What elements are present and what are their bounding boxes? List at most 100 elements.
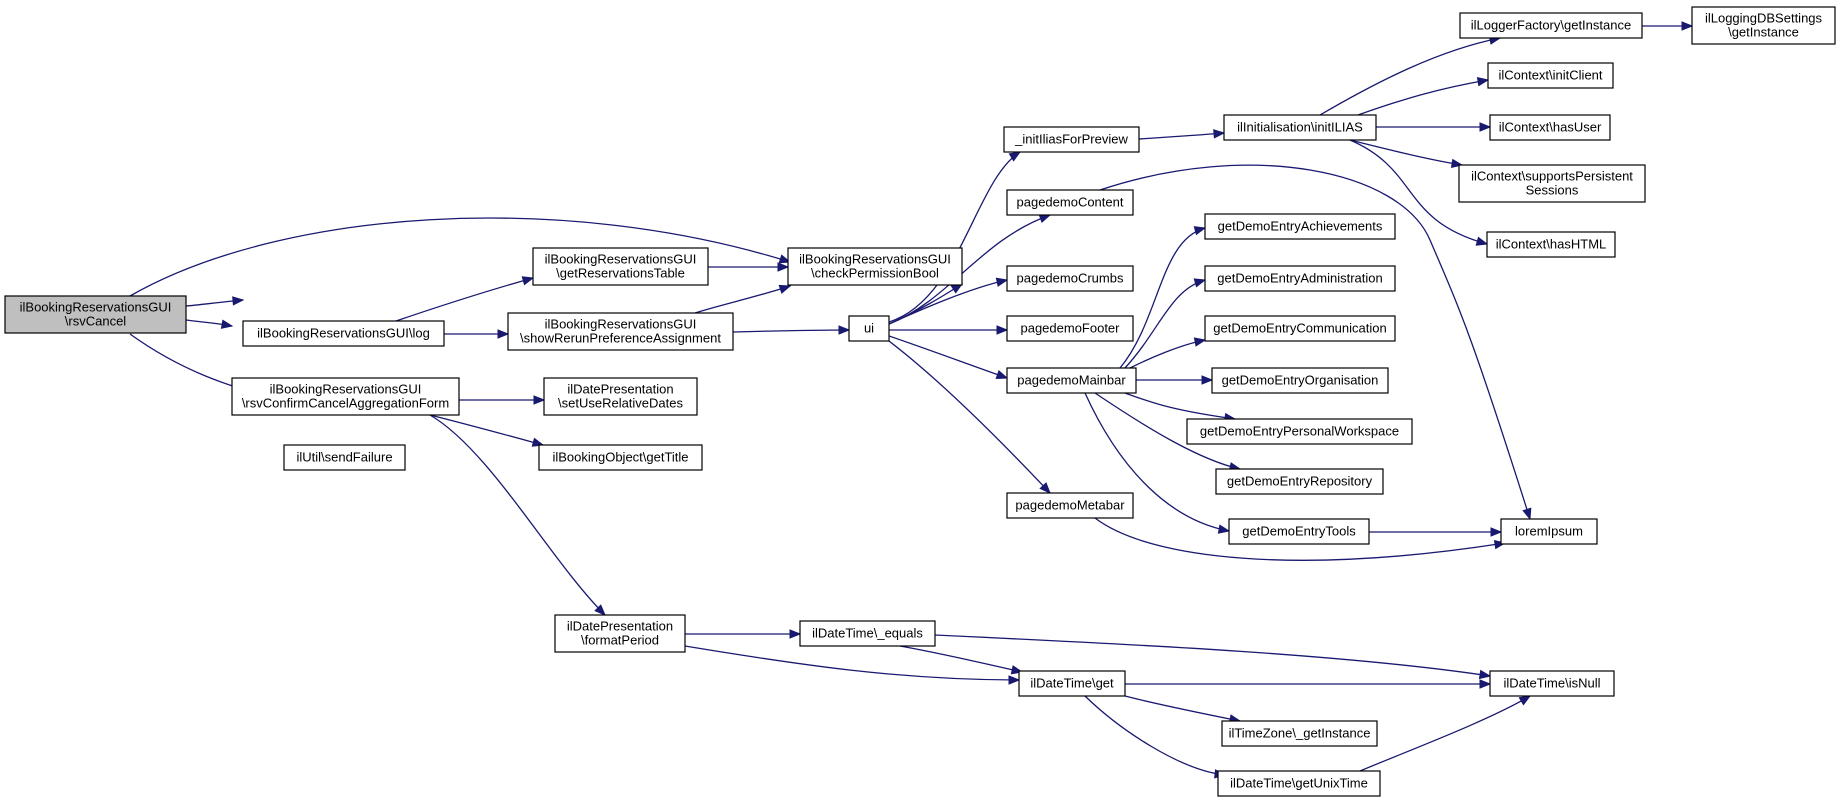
- node-formatPeriod[interactable]: ilDatePresentation\formatPeriod: [554, 614, 686, 653]
- node-tzInst[interactable]: ilTimeZone\_getInstance: [1221, 720, 1378, 747]
- node-box[interactable]: [1006, 367, 1137, 394]
- node-box[interactable]: [1217, 770, 1381, 797]
- node-pdContent[interactable]: pagedemoContent: [1006, 189, 1134, 216]
- node-pdFooter[interactable]: pagedemoFooter: [1006, 315, 1134, 342]
- node-lorem[interactable]: loremIpsum: [1500, 518, 1598, 545]
- node-dtIsNull[interactable]: ilDateTime\isNull: [1489, 670, 1615, 697]
- node-showRerun[interactable]: ilBookingReservationsGUI\showRerunPrefer…: [507, 312, 734, 351]
- node-eCom[interactable]: getDemoEntryCommunication: [1204, 315, 1396, 342]
- node-eAdm[interactable]: getDemoEntryAdministration: [1204, 265, 1396, 292]
- node-box[interactable]: [1458, 164, 1646, 203]
- node-confirmForm[interactable]: ilBookingReservationsGUI\rsvConfirmCance…: [231, 377, 460, 416]
- node-box[interactable]: [1018, 670, 1126, 697]
- node-sendFailure[interactable]: ilUtil\sendFailure: [283, 444, 406, 471]
- edge-line: [888, 335, 1008, 379]
- node-box[interactable]: [1204, 315, 1396, 342]
- node-box[interactable]: [543, 377, 698, 416]
- node-box[interactable]: [1489, 670, 1615, 697]
- node-box[interactable]: [283, 444, 406, 471]
- node-initIliasPreview[interactable]: _initIliasForPreview: [1003, 126, 1140, 153]
- node-hasHTML[interactable]: ilContext\hasHTML: [1486, 231, 1616, 258]
- edge-dtEquals-to-dtGet: [899, 645, 1024, 675]
- edge-arrowhead: [1201, 375, 1214, 385]
- node-box[interactable]: [538, 444, 703, 471]
- edge-log-to-getResTable: [395, 276, 535, 322]
- edge-arrowhead: [1008, 151, 1022, 162]
- node-box[interactable]: [231, 377, 460, 416]
- node-label-line: ilDateTime\get: [1030, 676, 1114, 691]
- edge-dtGet-to-dtIsNull: [1124, 679, 1492, 689]
- edge-arrowhead: [1681, 21, 1694, 31]
- node-box[interactable]: [1459, 12, 1643, 39]
- node-box[interactable]: [1228, 518, 1370, 545]
- node-box[interactable]: [1006, 492, 1134, 519]
- node-box[interactable]: [242, 320, 445, 347]
- node-label-line: ilDatePresentation: [567, 619, 673, 634]
- node-box[interactable]: [1489, 114, 1611, 141]
- node-getResTable[interactable]: ilBookingReservationsGUI\getReservations…: [532, 247, 709, 286]
- node-label-line: getDemoEntryPersonalWorkspace: [1200, 424, 1399, 439]
- edge-line: [1094, 517, 1506, 561]
- node-pdMetabar[interactable]: pagedemoMetabar: [1006, 492, 1134, 519]
- node-label-line: getDemoEntryTools: [1242, 524, 1356, 539]
- edge-arrowhead: [533, 395, 546, 405]
- node-ui[interactable]: ui: [848, 315, 890, 342]
- node-box[interactable]: [1186, 418, 1413, 445]
- edge-line: [1119, 227, 1206, 369]
- node-box[interactable]: [1486, 231, 1616, 258]
- node-eOrg[interactable]: getDemoEntryOrganisation: [1211, 367, 1389, 394]
- edge-arrowhead: [594, 604, 606, 616]
- node-box[interactable]: [1003, 126, 1140, 153]
- node-box[interactable]: [1204, 213, 1396, 240]
- node-hasUser[interactable]: ilContext\hasUser: [1489, 114, 1611, 141]
- node-box[interactable]: [799, 620, 936, 647]
- edge-arrowhead: [778, 254, 792, 264]
- node-box[interactable]: [1221, 720, 1378, 747]
- node-label-line: ui: [864, 321, 874, 336]
- node-loggerFactory[interactable]: ilLoggerFactory\getInstance: [1459, 12, 1643, 39]
- node-label-line: ilLoggingDBSettings: [1705, 11, 1823, 26]
- node-eAch[interactable]: getDemoEntryAchievements: [1204, 213, 1396, 240]
- node-pdCrumbs[interactable]: pagedemoCrumbs: [1006, 265, 1134, 292]
- node-box[interactable]: [848, 315, 890, 342]
- node-initILIAS[interactable]: ilInitialisation\initILIAS: [1223, 114, 1377, 141]
- node-setUseRel[interactable]: ilDatePresentation\setUseRelativeDates: [543, 377, 698, 416]
- node-box[interactable]: [1006, 315, 1134, 342]
- edge-line: [1129, 339, 1206, 369]
- node-dtUnix[interactable]: ilDateTime\getUnixTime: [1217, 770, 1381, 797]
- node-initClient[interactable]: ilContext\initClient: [1487, 62, 1614, 89]
- edge-initILIAS-to-loggerFactory: [1319, 35, 1502, 116]
- node-box[interactable]: [1006, 189, 1134, 216]
- node-box[interactable]: [1204, 265, 1396, 292]
- node-box[interactable]: [1223, 114, 1377, 141]
- node-pdMainbar[interactable]: pagedemoMainbar: [1006, 367, 1137, 394]
- node-log[interactable]: ilBookingReservationsGUI\log: [242, 320, 445, 347]
- node-box[interactable]: [787, 247, 963, 286]
- node-box[interactable]: [507, 312, 734, 351]
- edge-ui-to-pdContent: [888, 214, 1052, 325]
- edge-arrowhead: [996, 325, 1009, 335]
- node-box[interactable]: [1211, 367, 1389, 394]
- edge-initILIAS-to-hasUser: [1376, 122, 1492, 132]
- edge-line: [899, 645, 1023, 673]
- node-box[interactable]: [4, 295, 187, 334]
- node-box[interactable]: [532, 247, 709, 286]
- node-ePers[interactable]: getDemoEntryPersonalWorkspace: [1186, 418, 1413, 445]
- node-dtGet[interactable]: ilDateTime\get: [1018, 670, 1126, 697]
- edges-layer: [129, 21, 1694, 779]
- node-dtEquals[interactable]: ilDateTime\_equals: [799, 620, 936, 647]
- edge-line: [1138, 132, 1225, 140]
- node-eTools[interactable]: getDemoEntryTools: [1228, 518, 1370, 545]
- node-loggingDB[interactable]: ilLoggingDBSettings\getInstance: [1691, 6, 1836, 45]
- node-box[interactable]: [1691, 6, 1836, 45]
- node-eRepo[interactable]: getDemoEntryRepository: [1215, 468, 1384, 495]
- node-checkPerm[interactable]: ilBookingReservationsGUI\checkPermission…: [787, 247, 963, 286]
- node-box[interactable]: [554, 614, 686, 653]
- node-getTitle[interactable]: ilBookingObject\getTitle: [538, 444, 703, 471]
- node-box[interactable]: [1215, 468, 1384, 495]
- node-box[interactable]: [1487, 62, 1614, 89]
- node-root[interactable]: ilBookingReservationsGUI\rsvCancel: [4, 295, 187, 334]
- node-box[interactable]: [1500, 518, 1598, 545]
- node-box[interactable]: [1006, 265, 1134, 292]
